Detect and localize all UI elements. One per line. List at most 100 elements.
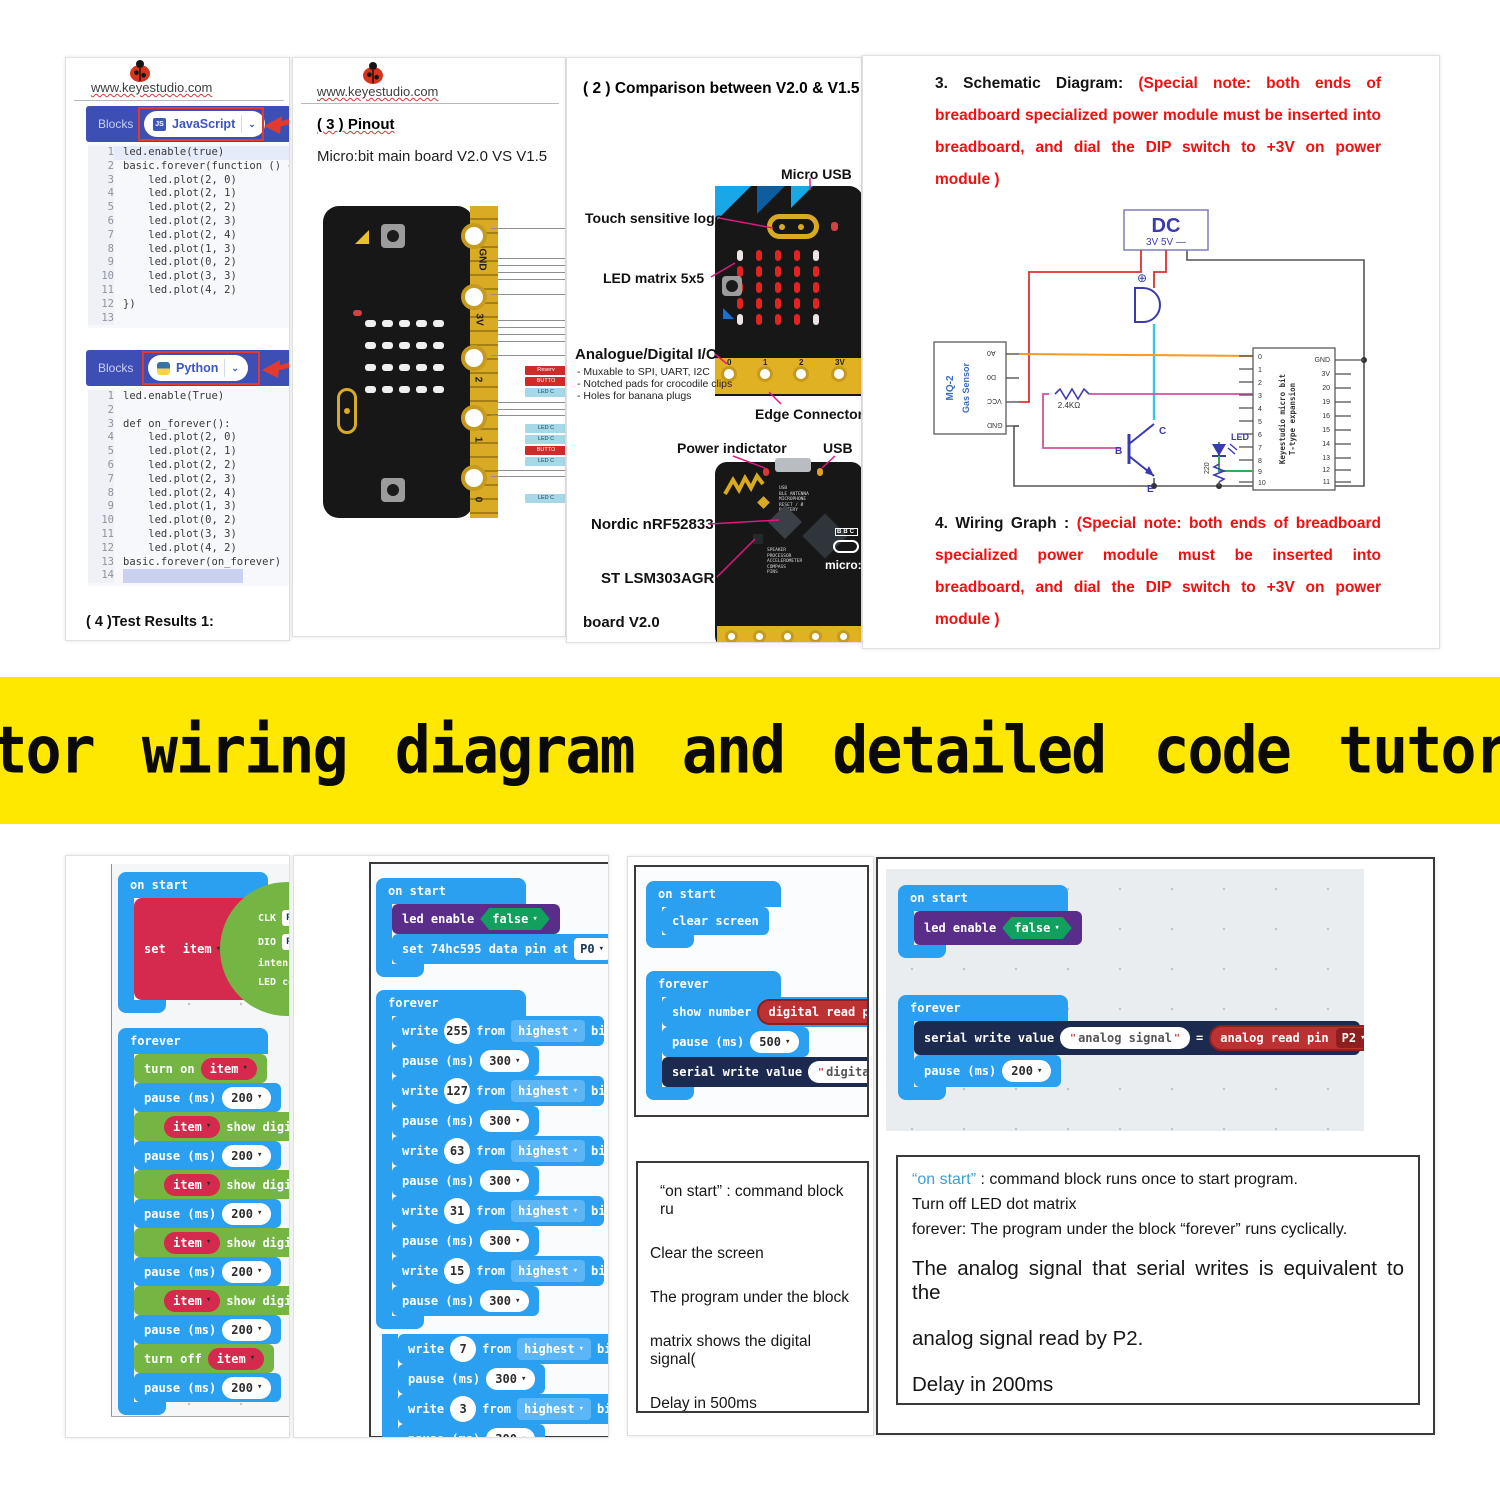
pause-dropdown[interactable]: 300▾ (480, 1050, 530, 1072)
annotation-arrow-icon (264, 116, 289, 134)
show-digit-block[interactable]: item▾show digit5 (134, 1112, 289, 1141)
bit-order-dropdown[interactable]: highest▾ (511, 1020, 586, 1042)
boolean-dropdown[interactable]: false▾ (480, 908, 550, 930)
chevron-down-icon[interactable]: ⌄ (248, 118, 256, 129)
pause-block[interactable]: pause (ms)300▾ (392, 1166, 540, 1196)
show-digit-block[interactable]: item▾show digit5 (134, 1286, 289, 1315)
pause-block[interactable]: pause (ms)500▾ (662, 1027, 810, 1057)
pause-block[interactable]: pause (ms)200▾ (134, 1199, 282, 1228)
svg-text:12: 12 (1322, 467, 1330, 474)
serial-write-block[interactable]: serial write valueanalog signal=analog r… (914, 1021, 1364, 1055)
chevron-down-icon[interactable]: ⌄ (231, 362, 239, 373)
pin-dropdown[interactable]: P0▾ (574, 938, 608, 960)
pause-block[interactable]: pause (ms)200▾ (134, 1373, 282, 1402)
annotation-lines (708, 178, 836, 578)
caret-down-icon[interactable]: ▾ (215, 943, 222, 954)
label-io-b2: - Notched pads for crocodile clips (577, 378, 733, 390)
svg-text:13: 13 (1322, 455, 1330, 462)
pause-block[interactable]: pause (ms)200▾ (134, 1141, 282, 1170)
boolean-dropdown[interactable]: false▾ (1002, 917, 1072, 939)
clear-screen-block[interactable]: clear screen (662, 907, 769, 935)
pad-2 (461, 345, 487, 371)
logo-triangle (355, 230, 369, 244)
button-b (381, 224, 405, 248)
svg-text:14: 14 (1322, 441, 1330, 448)
pause-block[interactable]: pause (ms)200▾ (134, 1257, 282, 1286)
python-tab[interactable]: Python ⌄ (148, 355, 248, 381)
note-line: The program under the block (650, 1289, 850, 1306)
javascript-tab[interactable]: JS JavaScript ⌄ (144, 111, 265, 137)
show-digit-block[interactable]: item▾show digit5 (134, 1170, 289, 1199)
pause-dropdown[interactable]: 200▾ (222, 1144, 272, 1167)
blocks-tab[interactable]: Blocks (98, 117, 134, 131)
pause-dropdown[interactable]: 500▾ (750, 1031, 800, 1053)
variable-dropdown[interactable]: item▾ (207, 1347, 265, 1370)
pause-block[interactable]: pause (ms)300▾ (392, 1226, 540, 1256)
makecode-workspace[interactable]: on start clear screen forever show numbe… (634, 865, 869, 1117)
variable-dropdown[interactable]: item▾ (200, 1057, 257, 1080)
pause-block[interactable]: pause (ms)300▾ (398, 1424, 546, 1437)
pause-block[interactable]: pause (ms)300▾ (392, 1286, 540, 1316)
create-matrix-block[interactable]: CLKP1 DIOP2 intensi LED cou (220, 882, 289, 1016)
website-link[interactable]: www.keyestudio.com (317, 84, 439, 99)
pause-block[interactable]: pause (ms)200▾ (914, 1055, 1062, 1087)
pause-block[interactable]: pause (ms)200▾ (134, 1315, 282, 1344)
string-input[interactable]: digital signa (808, 1061, 867, 1083)
variable-dropdown[interactable]: item▾ (164, 1115, 221, 1138)
set-variable-block[interactable]: set item▾ to CLKP1 DIOP2 intensi LED cou (134, 882, 289, 1016)
pause-block[interactable]: pause (ms)300▾ (392, 1106, 540, 1136)
on-start-block[interactable]: on start clear screen (646, 881, 781, 948)
pin-dropdown[interactable]: P2 (282, 934, 289, 950)
pause-block[interactable]: pause (ms)300▾ (398, 1364, 546, 1394)
note-line: matrix shows the digital signal( (650, 1333, 812, 1368)
pause-dropdown[interactable]: 200▾ (222, 1086, 272, 1109)
pause-dropdown[interactable]: 200▾ (1002, 1060, 1052, 1082)
pin-dropdown[interactable]: P2▾ (1335, 1028, 1364, 1048)
blocks-tab[interactable]: Blocks (98, 361, 134, 375)
svg-text:8: 8 (1258, 458, 1262, 465)
pause-block[interactable]: pause (ms)200▾ (134, 1083, 282, 1112)
on-start-block[interactable]: on start set item▾ to CLKP1 DIOP2 intens… (118, 872, 289, 1016)
digital-read-pin-block[interactable]: digital read pinP1▾ (757, 999, 867, 1025)
note-line: Clear the screen (650, 1245, 764, 1262)
forever-block[interactable]: forever serial write valueanalog signal=… (898, 995, 1364, 1100)
pin-dropdown[interactable]: P1 (282, 910, 289, 926)
string-input[interactable]: analog signal (1060, 1027, 1191, 1049)
pin-tag-button: BUTTO (525, 446, 565, 455)
annotation-arrow-icon (262, 360, 289, 378)
svg-text:A0: A0 (987, 349, 996, 356)
annotation-box (142, 351, 260, 385)
website-link[interactable]: www.keyestudio.com (91, 80, 213, 95)
pad-0 (461, 465, 487, 491)
show-digit-block[interactable]: item▾show digit5 (134, 1228, 289, 1257)
variable-dropdown[interactable]: item▾ (173, 938, 231, 960)
pause-block[interactable]: pause (ms)300▾ (392, 1046, 540, 1076)
serial-write-block[interactable]: serial write valuedigital signa (662, 1057, 867, 1087)
svg-text:GND: GND (1314, 357, 1330, 364)
python-icon (157, 361, 170, 375)
